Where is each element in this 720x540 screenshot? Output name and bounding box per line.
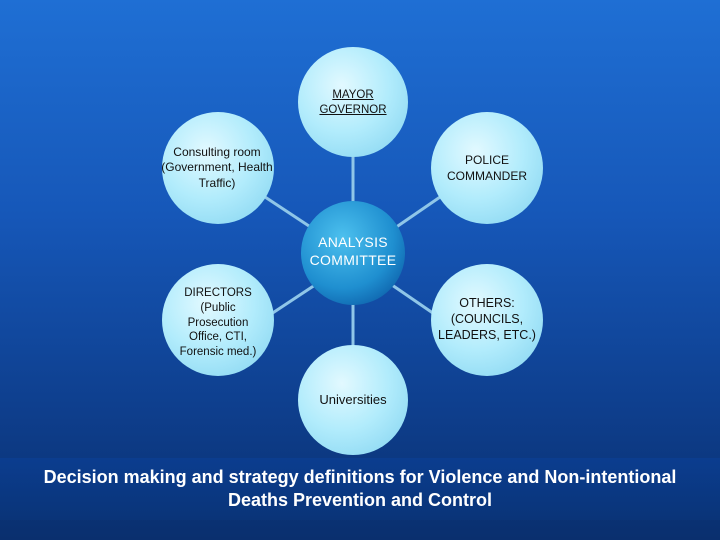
conclusion-banner: Decision making and strategy definitions… bbox=[0, 458, 720, 520]
police-node bbox=[431, 112, 543, 224]
directors-node bbox=[162, 264, 274, 376]
universities-label: Universities bbox=[319, 391, 387, 407]
analysis-committee-label: ANALYSIS COMMITTEE bbox=[309, 233, 397, 268]
mayor-node bbox=[298, 47, 408, 157]
mayor-label: MAYOR GOVERNOR bbox=[319, 89, 387, 116]
others-label: OTHERS: (COUNCILS, LEADERS, ETC.) bbox=[438, 295, 536, 343]
connector-consulting bbox=[261, 193, 316, 232]
police-label: POLICE COMMANDER bbox=[447, 153, 527, 183]
consulting-node bbox=[162, 112, 274, 224]
universities-node bbox=[298, 345, 408, 455]
directors-label: DIRECTORS (Public Prosecution Office, CT… bbox=[179, 286, 257, 359]
consulting-label: Consulting room (Government, Health Traf… bbox=[161, 144, 273, 190]
connector-police bbox=[391, 193, 444, 232]
analysis-committee-node bbox=[301, 201, 405, 305]
others-node bbox=[431, 264, 543, 376]
banner-text: Decision making and strategy definitions… bbox=[43, 466, 677, 510]
